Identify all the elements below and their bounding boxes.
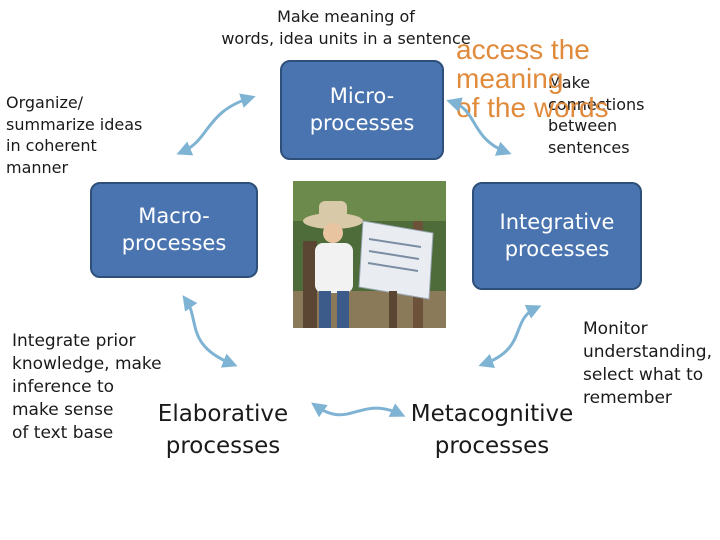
micro-description: Make meaning of words, idea units in a s…	[221, 7, 471, 48]
micro-processes-box: Micro- processes	[280, 60, 444, 160]
integrative-processes-label: Integrative processes	[499, 209, 615, 261]
elaborative-description: Integrate prior knowledge, make inferenc…	[12, 331, 162, 443]
macro-processes-box: Macro- processes	[90, 182, 258, 278]
arrow-elaborative-macro-icon	[182, 295, 238, 368]
micro-processes-label: Micro- processes	[309, 83, 415, 135]
elaborative-processes-label: Elaborative processes	[157, 401, 289, 460]
integrative-description: Make connections between sentences	[548, 73, 645, 157]
arrow-integrative-metacognitive-icon	[478, 304, 542, 368]
metacognitive-processes-label: Metacognitive processes	[410, 401, 574, 460]
arrow-metacognitive-elaborative-icon	[311, 402, 406, 418]
metacognitive-description: Monitor understanding, select what to re…	[583, 319, 712, 408]
macro-processes-label: Macro- processes	[121, 203, 227, 255]
overlay-annotation: access the meaning of the words	[456, 34, 609, 123]
macro-description: Organize/ summarize ideas in coherent ma…	[6, 93, 143, 177]
arrow-micro-integrative-icon	[446, 97, 512, 156]
child-reading-sign-photo	[293, 181, 446, 328]
integrative-processes-box: Integrative processes	[472, 182, 642, 290]
arrow-macro-micro-icon	[176, 93, 256, 156]
